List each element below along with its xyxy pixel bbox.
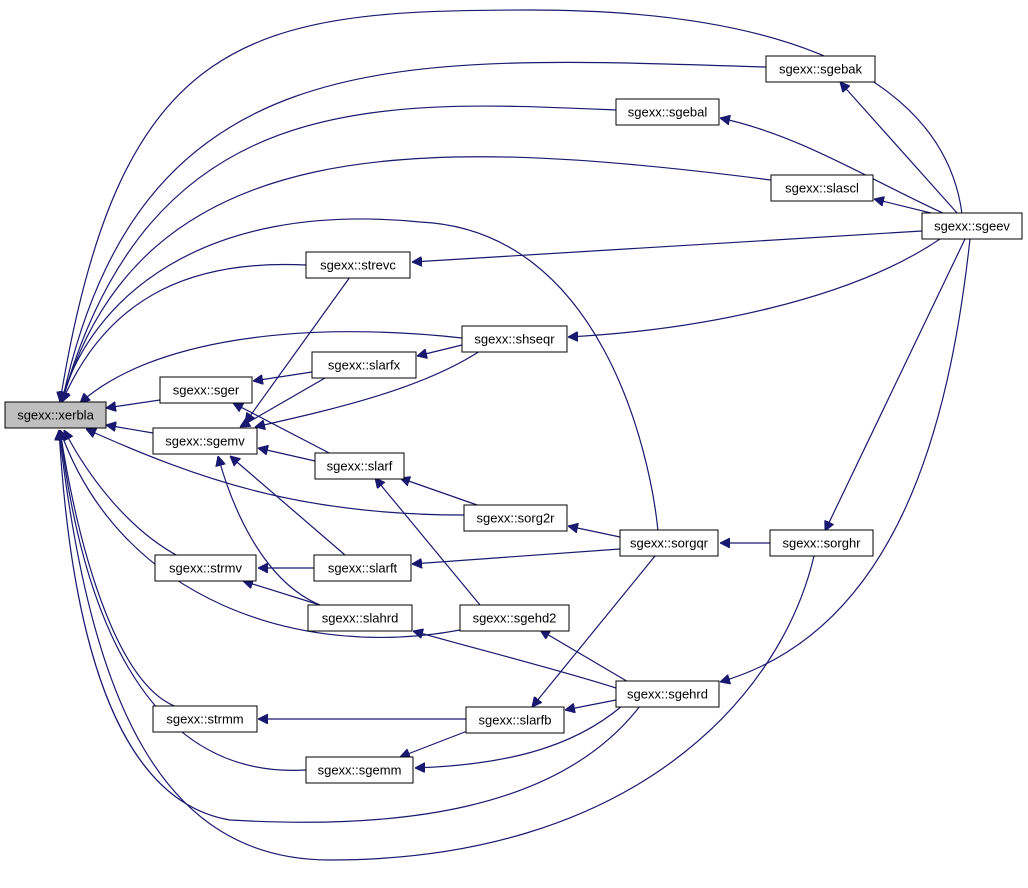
edge-sorgqr-xerbla <box>61 218 659 532</box>
edge-sgehrd-sgehd2 <box>540 630 631 684</box>
node-label-strmv: sgexx::strmv <box>169 561 242 576</box>
edge-sorg2r-xerbla <box>86 429 465 516</box>
edge-sgemm-xerbla <box>60 430 307 771</box>
edge-sgeev-sorghr <box>825 238 966 531</box>
edge-sgeev-sgebal <box>720 118 946 215</box>
edge-slarfx-sger <box>253 371 313 381</box>
node-slahrd[interactable]: sgexx::slahrd <box>307 604 413 632</box>
node-slarfb[interactable]: sgexx::slarfb <box>465 706 565 734</box>
edge-slarfb-sgemm <box>400 729 471 757</box>
edge-sgemv-xerbla <box>106 425 154 434</box>
node-label-sger: sgexx::sger <box>173 383 240 398</box>
edge-sgehd2-slarf <box>375 478 481 606</box>
node-strmm[interactable]: sgexx::strmm <box>152 705 258 733</box>
node-label-sorgqr: sgexx::sorgqr <box>630 536 709 551</box>
node-label-slarfb: sgexx::slarfb <box>479 713 552 728</box>
edge-sgehrd-slarfb <box>565 699 617 710</box>
node-strmv[interactable]: sgexx::strmv <box>154 554 257 582</box>
node-sgeev[interactable]: sgexx::sgeev <box>921 212 1023 240</box>
node-label-sorg2r: sgexx::sorg2r <box>476 511 555 526</box>
node-label-xerbla: sgexx::xerbla <box>17 408 94 423</box>
node-label-sgemm: sgexx::sgemm <box>318 763 402 778</box>
node-label-slahrd: sgexx::slahrd <box>322 611 399 626</box>
edge-shseqr-slarfx <box>417 344 463 356</box>
node-label-slascl: sgexx::slascl <box>785 181 859 196</box>
edge-sgebak-xerbla <box>62 61 767 402</box>
edge-slascl-xerbla <box>62 156 772 402</box>
edge-slarfx-sgemv <box>240 377 326 427</box>
edge-sgehrd-slahrd <box>413 631 617 689</box>
edge-sgeev-shseqr <box>568 238 941 337</box>
edge-sgeev-strevc <box>412 230 923 262</box>
node-layer: sgexx::xerbla sgexx::sgebak sgexx::sgeba… <box>4 55 1023 784</box>
node-sgebal[interactable]: sgexx::sgebal <box>615 98 720 126</box>
edge-sorgqr-sorg2r <box>568 526 621 538</box>
node-label-slarf: sgexx::slarf <box>327 459 393 474</box>
edge-slahrd-strmv <box>243 581 321 606</box>
edge-layer <box>59 9 971 861</box>
node-slarf[interactable]: sgexx::slarf <box>314 452 405 480</box>
node-sorg2r[interactable]: sgexx::sorg2r <box>463 504 568 532</box>
edge-sgehrd-xerbla <box>59 430 641 823</box>
node-sgebak[interactable]: sgexx::sgebak <box>765 55 876 83</box>
node-label-sorghr: sgexx::sorghr <box>782 536 861 551</box>
node-sgehd2[interactable]: sgexx::sgehd2 <box>459 604 570 632</box>
node-label-sgehrd: sgexx::sgehrd <box>627 687 708 702</box>
edge-slarf-sger <box>233 402 334 456</box>
node-sger[interactable]: sgexx::sger <box>159 376 253 404</box>
node-sorgqr[interactable]: sgexx::sorgqr <box>619 529 719 557</box>
edge-sorgqr-slarft <box>412 548 621 564</box>
edge-sgebal-xerbla <box>62 105 617 402</box>
edge-sgehd2-xerbla <box>60 430 461 639</box>
edge-strmv-xerbla <box>63 430 179 557</box>
node-shseqr[interactable]: sgexx::shseqr <box>461 325 568 353</box>
edge-strevc-sgemv <box>245 276 351 423</box>
edge-strmm-xerbla <box>60 430 181 709</box>
edge-sgeev-xerbla <box>60 9 963 402</box>
node-slarft[interactable]: sgexx::slarft <box>313 554 412 582</box>
edge-sorghr-xerbla <box>59 430 815 861</box>
node-label-slarfx: sgexx::slarfx <box>328 358 401 373</box>
node-label-shseqr: sgexx::shseqr <box>474 332 555 347</box>
node-sorghr[interactable]: sgexx::sorghr <box>769 529 874 557</box>
node-label-strmm: sgexx::strmm <box>166 712 243 727</box>
node-label-sgeev: sgexx::sgeev <box>934 219 1010 234</box>
node-label-sgebak: sgexx::sgebak <box>779 62 863 77</box>
node-sgemm[interactable]: sgexx::sgemm <box>305 756 414 784</box>
edge-strevc-xerbla <box>62 263 307 402</box>
node-label-sgehd2: sgexx::sgehd2 <box>473 611 557 626</box>
edge-slahrd-sgemv <box>218 456 321 606</box>
node-label-slarft: sgexx::slarft <box>328 561 398 576</box>
edge-shseqr-xerbla <box>80 331 463 403</box>
edge-sorgqr-slarfb <box>532 555 656 707</box>
node-xerbla[interactable]: sgexx::xerbla <box>4 401 107 429</box>
edge-sorg2r-slarf <box>400 478 481 507</box>
edge-sgeev-sgehrd <box>720 238 971 682</box>
node-slascl[interactable]: sgexx::slascl <box>770 174 874 202</box>
node-label-sgebal: sgexx::sgebal <box>628 105 708 120</box>
node-sgehrd[interactable]: sgexx::sgehrd <box>615 680 720 708</box>
edge-sgehrd-sgemm <box>415 705 623 768</box>
edge-sgeev-sgebak <box>840 82 959 215</box>
edge-shseqr-sgemv <box>255 350 481 427</box>
node-slarfx[interactable]: sgexx::slarfx <box>311 351 417 379</box>
edge-slarf-sgemv <box>258 448 316 462</box>
edge-sgeev-slascl <box>874 199 936 215</box>
node-strevc[interactable]: sgexx::strevc <box>305 251 411 279</box>
edge-slarft-sgemv <box>230 456 346 556</box>
node-sgemv[interactable]: sgexx::sgemv <box>152 427 258 455</box>
edge-sger-xerbla <box>106 399 161 408</box>
node-label-sgemv: sgexx::sgemv <box>165 434 245 449</box>
node-label-strevc: sgexx::strevc <box>320 258 396 273</box>
